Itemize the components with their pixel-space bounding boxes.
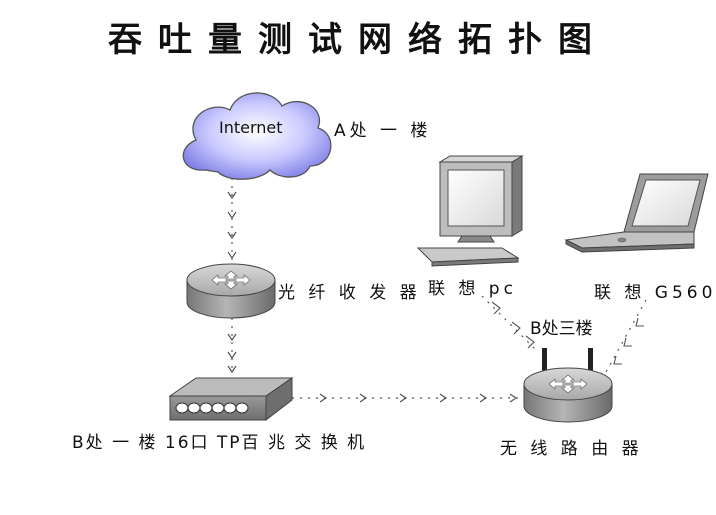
internet-label: Internet — [219, 118, 283, 137]
media-converter-icon — [186, 263, 276, 319]
media-converter-label: 光 纤 收 发 器 — [278, 283, 421, 303]
router-label: 无 线 路 由 器 — [500, 439, 643, 459]
link-laptop-router — [605, 299, 647, 373]
link-converter-switch — [227, 318, 237, 374]
pc-label: 联 想 pc — [428, 279, 517, 299]
diagram-title: 吞吐量测试网络拓扑图 — [108, 20, 608, 60]
link-switch-router — [292, 393, 522, 403]
switch-icon — [168, 377, 294, 422]
laptop-icon — [564, 173, 709, 253]
laptop-label: 联 想 G560 — [594, 283, 716, 303]
router-location-label: B处三楼 — [530, 319, 593, 339]
wireless-router-icon — [523, 348, 613, 423]
link-pc-router — [481, 295, 539, 353]
desktop-pc-icon — [416, 155, 524, 267]
internet-location-label: A处 一 楼 — [334, 121, 432, 141]
link-internet-converter — [227, 170, 237, 262]
internet-cloud-icon — [182, 92, 332, 180]
switch-label: B处 一 楼 16口 TP百 兆 交 换 机 — [72, 433, 367, 453]
